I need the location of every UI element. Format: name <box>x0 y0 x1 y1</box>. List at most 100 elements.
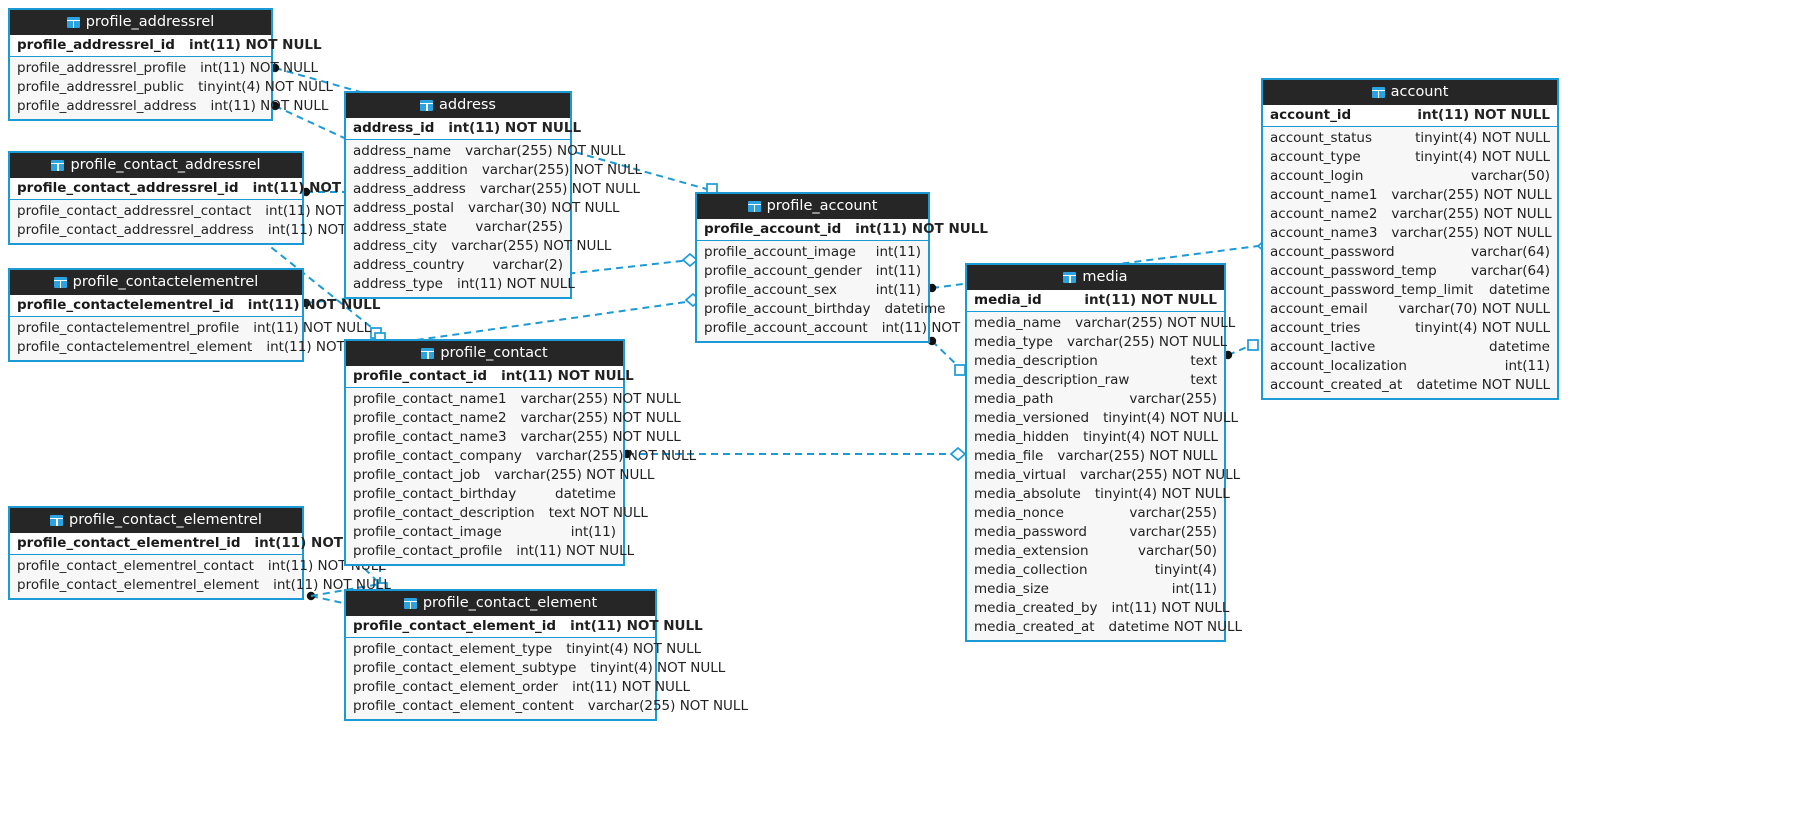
table-title-bar[interactable]: media <box>967 265 1224 290</box>
table-title-bar[interactable]: profile_contactelementrel <box>10 270 302 295</box>
column-name: address_postal <box>353 200 454 216</box>
table-title-bar[interactable]: profile_contact <box>346 341 623 366</box>
column-name: profile_contact_element_order <box>353 679 559 695</box>
table-title-bar[interactable]: address <box>346 93 570 118</box>
column-type: varchar(50) <box>1137 543 1217 559</box>
table-title-bar[interactable]: profile_contact_element <box>346 591 655 616</box>
table-title-bar[interactable]: profile_contact_elementrel <box>10 508 302 533</box>
table-title-bar[interactable]: profile_account <box>697 194 928 219</box>
table-title-bar[interactable]: profile_addressrel <box>10 10 271 35</box>
table-title-bar[interactable]: account <box>1263 80 1557 105</box>
table-title-bar[interactable]: profile_contact_addressrel <box>10 153 302 178</box>
